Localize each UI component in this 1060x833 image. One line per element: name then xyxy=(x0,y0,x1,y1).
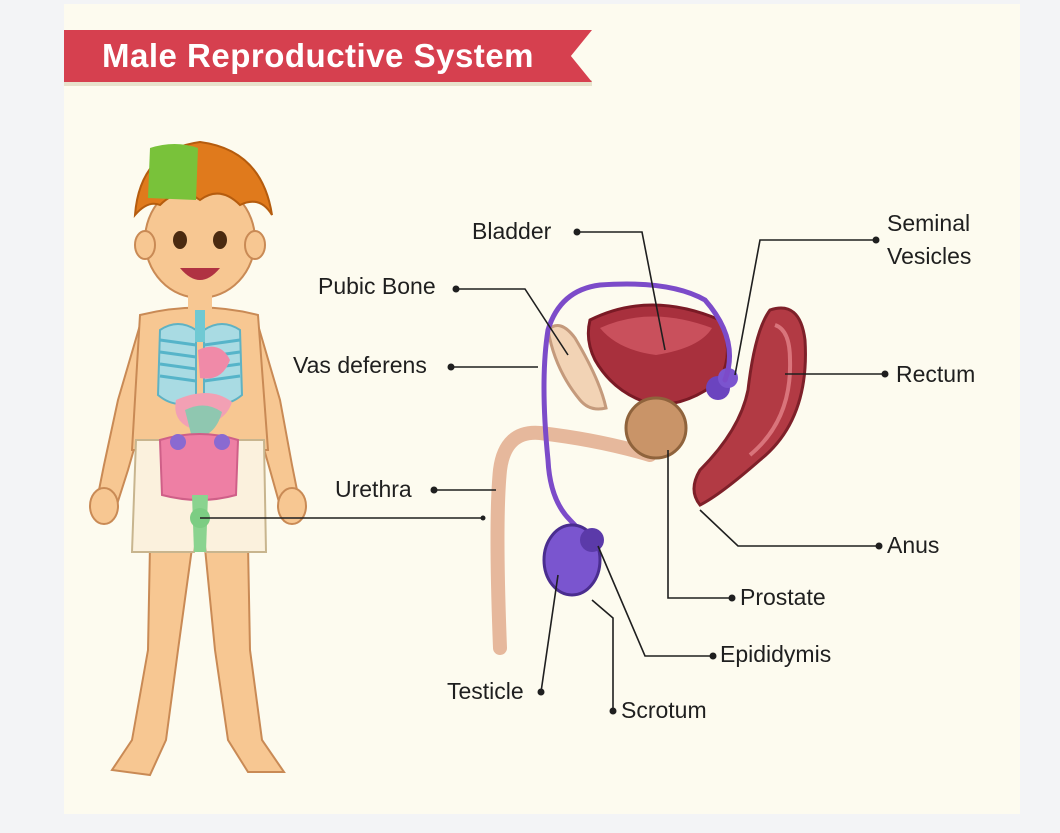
label-seminal-vesicles-line2: Vesicles xyxy=(887,243,972,269)
label-pointers xyxy=(434,231,885,711)
label-bladder: Bladder xyxy=(472,218,552,244)
anatomy-cross-section-illustration xyxy=(490,281,807,655)
label-epididymis: Epididymis xyxy=(720,641,832,667)
label-anus: Anus xyxy=(887,532,940,558)
label-seminal-vesicles-line1: Seminal xyxy=(887,210,971,236)
label-rectum: Rectum xyxy=(896,361,976,387)
label-pubic-bone: Pubic Bone xyxy=(318,273,436,299)
label-pointer-dots xyxy=(430,228,889,715)
label-scrotum: Scrotum xyxy=(621,697,707,723)
boy-figure-illustration xyxy=(89,140,486,777)
label-vas-deferens: Vas deferens xyxy=(293,352,427,378)
title-banner: Male Reproductive System xyxy=(64,30,592,82)
label-testicle: Testicle xyxy=(447,678,524,704)
label-urethra: Urethra xyxy=(335,476,412,502)
diagram-title: Male Reproductive System xyxy=(102,37,534,74)
label-prostate: Prostate xyxy=(740,584,826,610)
banner-shadow xyxy=(64,80,592,86)
